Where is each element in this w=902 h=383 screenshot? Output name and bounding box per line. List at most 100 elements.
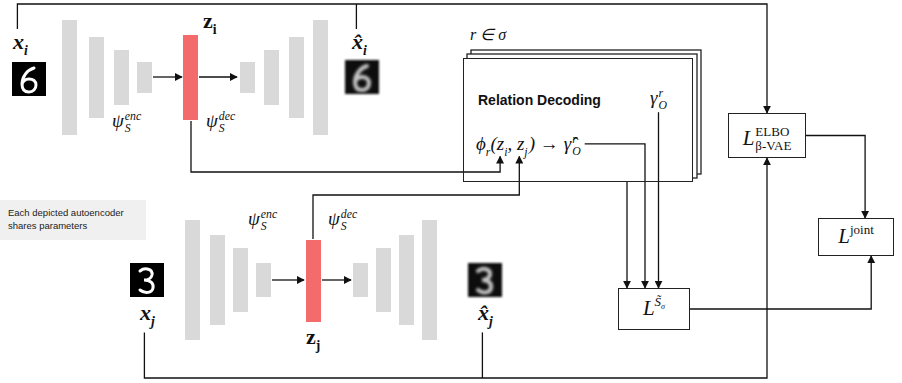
superscript-group: S̃σ <box>655 294 666 310</box>
digit-stroke <box>140 269 153 293</box>
math-text: ψ <box>206 110 218 131</box>
math-text: j <box>316 338 321 353</box>
layer-bar <box>114 50 129 105</box>
math-text: r <box>659 87 664 100</box>
reconstruction-image <box>468 263 502 297</box>
subscript-group: O <box>572 146 581 158</box>
math-text: σ <box>661 302 665 311</box>
layer-bar <box>264 50 279 105</box>
layer-bar <box>240 62 255 93</box>
math-text: ψ <box>112 110 124 131</box>
inner-lead <box>585 144 645 182</box>
edge-connector <box>690 256 871 309</box>
note-box: Each depicted autoencoder shares paramet… <box>0 200 146 240</box>
superscript-group: enc <box>261 209 277 221</box>
math-text: i <box>363 43 367 58</box>
math-text: L <box>743 126 755 150</box>
subscript-group: j <box>524 146 527 160</box>
bus-line <box>356 4 357 29</box>
decoder-layers <box>353 220 437 340</box>
math-text: x̂ <box>352 29 363 54</box>
subscript-group: O <box>659 100 668 112</box>
edge-connector <box>806 136 865 219</box>
math-text: x <box>13 29 24 54</box>
layer-bar <box>353 263 368 297</box>
script-stack: encS <box>261 209 277 234</box>
math-text: S <box>125 122 131 135</box>
math-text: O <box>572 145 581 158</box>
math-text: ψ <box>248 208 260 229</box>
math-text: i <box>24 43 28 58</box>
latent-bar <box>183 35 198 120</box>
subscript-group: r <box>486 146 491 160</box>
variable-label: x̂j <box>478 300 493 326</box>
subscript-group: σ <box>661 302 665 312</box>
subscript-group: i <box>363 43 367 59</box>
superscript-group: joint <box>850 222 874 238</box>
digit-stroke <box>478 269 491 293</box>
image-ground <box>130 263 164 297</box>
bus-line <box>482 332 483 378</box>
math-text: j <box>489 314 493 329</box>
input-image <box>12 62 46 96</box>
subscript-group: S <box>219 123 235 135</box>
math-text: (z <box>490 133 504 154</box>
script-stack: rO <box>659 88 668 113</box>
relation-decoding-box: Relation DecodingγrOϕr(zi, zj) →γ̂rO <box>463 58 693 182</box>
target-label: γrO <box>650 83 667 110</box>
script-stack: rO <box>572 134 581 159</box>
script-stack: encS <box>125 111 141 136</box>
encoder-layers <box>185 220 271 340</box>
script-stack: ELBOβ-VAE <box>755 125 791 152</box>
math-text: z <box>306 324 316 349</box>
network-label: ψdecS <box>206 106 235 133</box>
math-text: x <box>140 300 151 325</box>
latent-label: zj <box>306 324 320 350</box>
variable-label: xi <box>13 29 28 55</box>
layer-bar <box>137 62 152 93</box>
latent-bar <box>306 240 321 322</box>
math-text: ) → <box>529 133 559 154</box>
script-stack: decS <box>341 209 357 234</box>
layer-bar <box>62 20 77 135</box>
image-ground <box>345 60 379 94</box>
box-content: Ljoint <box>838 224 874 249</box>
box-fill <box>463 58 693 182</box>
math-text: i <box>213 22 217 37</box>
math-text: j <box>151 314 155 329</box>
box-content: LELBOβ-VAE <box>743 120 792 151</box>
latent-connector <box>191 121 500 172</box>
bus-line <box>144 158 767 378</box>
math-text: dec <box>219 110 235 123</box>
flow-arrow <box>322 279 351 280</box>
box-heading: Relation Decoding <box>478 92 601 109</box>
network-label: ψencS <box>112 106 141 133</box>
math-text: β-VAE <box>755 138 791 153</box>
math-text: enc <box>261 208 277 221</box>
math-text: joint <box>850 222 874 237</box>
subscript-group: S <box>125 123 141 135</box>
set-label: r ∈ σ <box>470 25 506 44</box>
layer-bar <box>376 248 391 312</box>
edge-connector <box>658 182 659 288</box>
superscript-group: dec <box>219 111 235 123</box>
math-text: enc <box>125 110 141 123</box>
subscript-group: i <box>213 22 217 38</box>
loss-box: Ljoint <box>818 218 894 256</box>
math-text: S <box>219 122 225 135</box>
math-text: O <box>659 99 668 112</box>
layer-bar <box>233 248 248 312</box>
math-text: x̂ <box>478 300 489 325</box>
image-ground <box>468 263 502 297</box>
subscript-group: i <box>504 146 507 160</box>
subscript-group: S <box>341 221 357 233</box>
inner-lead <box>658 112 659 182</box>
flow-arrow <box>153 76 182 77</box>
layer-bar <box>289 37 304 118</box>
image-ground <box>12 62 46 96</box>
math-text: S <box>261 220 267 233</box>
math-text: r <box>486 146 491 159</box>
flow-arrow <box>199 76 237 77</box>
subscript-group: j <box>489 314 493 330</box>
